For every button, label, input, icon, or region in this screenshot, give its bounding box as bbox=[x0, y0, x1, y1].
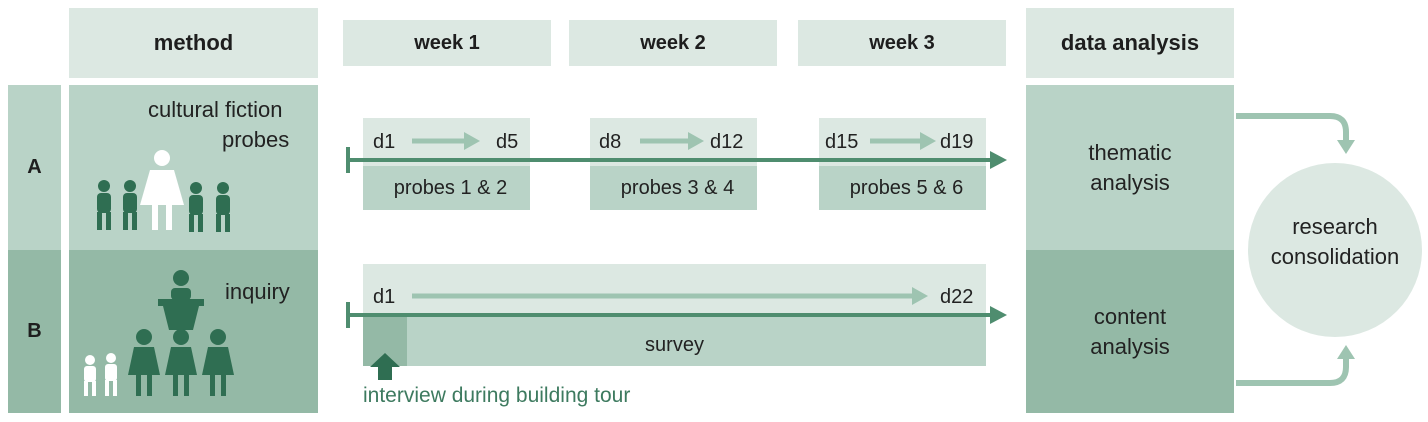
probe-1-start: d1 bbox=[373, 131, 396, 153]
row-label-a: A bbox=[8, 85, 61, 250]
method-a-title-line2: probes bbox=[222, 127, 290, 152]
thematic-analysis-line2: analysis bbox=[1090, 170, 1170, 195]
consolidation-line2: consolidation bbox=[1270, 244, 1400, 269]
survey-label: survey bbox=[645, 334, 704, 356]
probe-3-end: d19 bbox=[940, 131, 974, 153]
child-icon-3 bbox=[189, 182, 203, 232]
method-box-b bbox=[69, 250, 318, 413]
white-child-2 bbox=[105, 353, 117, 396]
adult-icon bbox=[140, 150, 184, 230]
connector-a-arrow-head bbox=[1337, 140, 1355, 154]
interview-up-arrow-icon bbox=[370, 353, 400, 380]
content-analysis-line1: content bbox=[1093, 304, 1167, 329]
survey-box-bottom bbox=[363, 314, 986, 366]
thematic-analysis-line1: thematic bbox=[1088, 140, 1172, 165]
child-icon-1 bbox=[97, 180, 111, 230]
interview-note: interview during building tour bbox=[363, 384, 631, 407]
survey-start: d1 bbox=[373, 286, 396, 308]
probe-1-end: d5 bbox=[496, 131, 519, 153]
probe-3-start: d15 bbox=[825, 131, 859, 153]
method-b-title: inquiry bbox=[225, 279, 290, 304]
content-analysis-line2: analysis bbox=[1090, 334, 1170, 359]
analysis-box-a bbox=[1026, 85, 1234, 250]
probe-3-arrow-head bbox=[920, 132, 936, 150]
connector-b-arrow-head bbox=[1337, 345, 1355, 359]
probe-2-start: d8 bbox=[599, 131, 622, 153]
header-method: method bbox=[69, 8, 318, 78]
white-child-1 bbox=[84, 355, 96, 396]
speaker-head-icon bbox=[173, 270, 189, 286]
header-week-1: week 1 bbox=[343, 20, 551, 66]
audience-person-1 bbox=[128, 329, 160, 396]
row-label-b: B bbox=[8, 250, 61, 413]
probe-1-label: probes 1 & 2 bbox=[393, 177, 508, 199]
inquiry-icon bbox=[128, 270, 234, 396]
connector-a-path bbox=[1236, 113, 1349, 140]
analysis-box-b bbox=[1026, 250, 1234, 413]
probe-1-arrow-head bbox=[464, 132, 480, 150]
audience-person-3 bbox=[202, 329, 234, 396]
probe-2-arrow-head bbox=[688, 132, 704, 150]
header-week-2: week 2 bbox=[569, 20, 777, 66]
header-week-3: week 3 bbox=[798, 20, 1006, 66]
probe-box-3-bottom bbox=[819, 166, 986, 210]
research-consolidation-circle bbox=[1248, 163, 1422, 337]
podium-icon bbox=[163, 306, 199, 330]
consolidation-line1: research bbox=[1292, 214, 1378, 239]
probe-box-2-bottom bbox=[590, 166, 757, 210]
timeline-a-arrow-head bbox=[990, 151, 1007, 169]
probe-3-label: probes 5 & 6 bbox=[849, 177, 964, 199]
survey-end: d22 bbox=[940, 286, 974, 308]
survey-arrow-head bbox=[912, 287, 928, 305]
child-icon-2 bbox=[123, 180, 137, 230]
probe-box-1-bottom bbox=[363, 166, 530, 210]
audience-person-2 bbox=[165, 329, 197, 396]
timeline-b-arrow-head bbox=[990, 306, 1007, 324]
child-icon-4 bbox=[216, 182, 230, 232]
probe-2-end: d12 bbox=[710, 131, 744, 153]
method-a-title-line1: cultural fiction bbox=[148, 97, 283, 122]
survey-box-top bbox=[363, 264, 986, 314]
family-icon bbox=[97, 180, 230, 232]
header-data-analysis: data analysis bbox=[1026, 8, 1234, 78]
connector-b-path bbox=[1236, 359, 1349, 386]
children-white-icon bbox=[84, 353, 117, 396]
probe-2-label: probes 3 & 4 bbox=[620, 177, 735, 199]
